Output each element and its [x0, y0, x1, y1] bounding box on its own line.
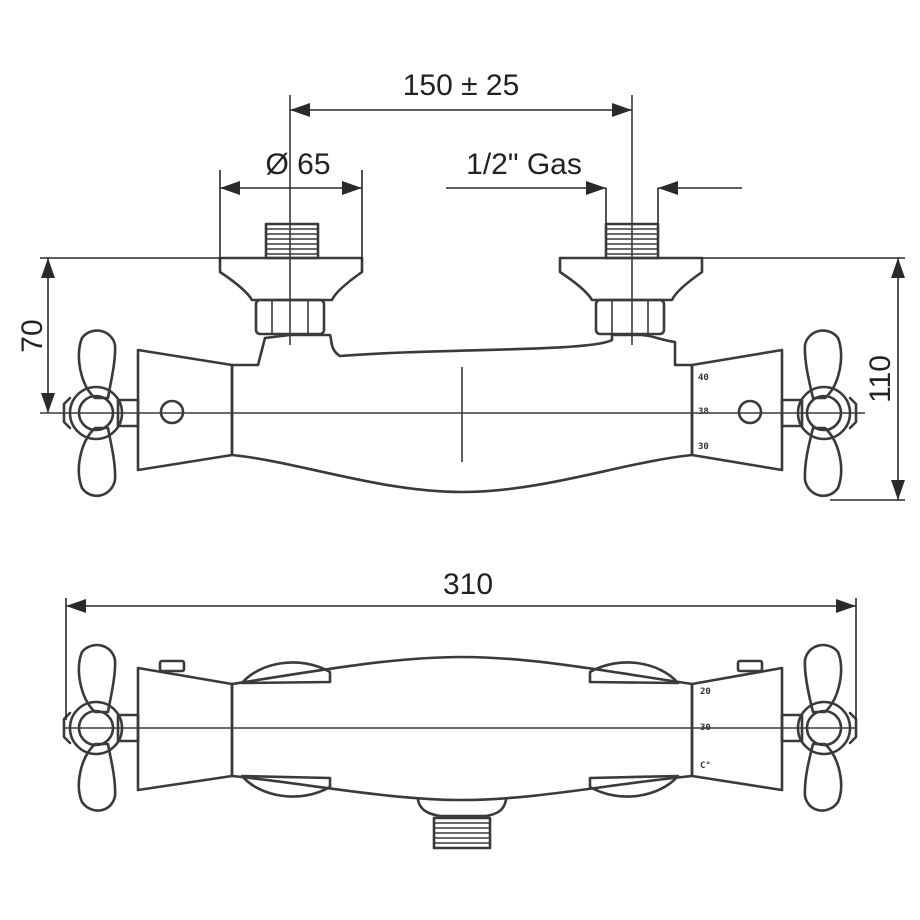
left-lug-bottom — [240, 774, 332, 798]
bottom-view: 20 30 C° — [62, 643, 858, 850]
left-inlet — [218, 222, 364, 336]
dimension-diameter: Ø 65 — [219, 148, 363, 262]
dimension-thread: 1/2" Gas — [446, 148, 742, 224]
right-cone-bottom — [690, 666, 784, 792]
front-view: 40 38 30 — [40, 95, 865, 498]
left-cone — [136, 348, 234, 472]
dimension-label: 70 — [16, 319, 49, 352]
dimension-label: 310 — [443, 568, 493, 601]
left-escutcheon — [218, 256, 364, 302]
threaded-nipple-icon — [432, 816, 492, 850]
front-body — [230, 333, 694, 494]
dimension-label: Ø 65 — [265, 148, 330, 181]
dimension-spacing: 150 ± 25 — [290, 69, 632, 117]
left-cone-bottom — [136, 666, 234, 792]
right-cone — [690, 348, 784, 472]
left-screw — [159, 399, 185, 425]
right-lug-bottom — [588, 774, 680, 798]
dimension-width: 310 — [65, 568, 857, 720]
threaded-nipple-icon — [264, 222, 320, 260]
left-tab — [158, 659, 186, 673]
dimension-total-height: 110 — [702, 257, 905, 501]
nut-icon — [594, 298, 666, 336]
dimension-label: 1/2" Gas — [466, 148, 582, 181]
left-lug — [240, 661, 332, 685]
scale-mark: 40 — [698, 373, 709, 383]
right-tab — [736, 659, 764, 673]
right-escutcheon — [558, 256, 704, 302]
outlet — [416, 798, 508, 850]
dimension-label: 110 — [864, 355, 897, 403]
scale-mark: 20 — [700, 687, 711, 697]
dimension-label: 150 ± 25 — [403, 69, 520, 102]
scale-mark: C° — [700, 761, 711, 771]
dimension-inlet-height: 70 — [16, 257, 220, 413]
scale-mark: 38 — [698, 407, 709, 417]
right-screw — [737, 399, 763, 425]
scale-mark: 30 — [698, 442, 709, 452]
right-inlet — [558, 222, 704, 336]
